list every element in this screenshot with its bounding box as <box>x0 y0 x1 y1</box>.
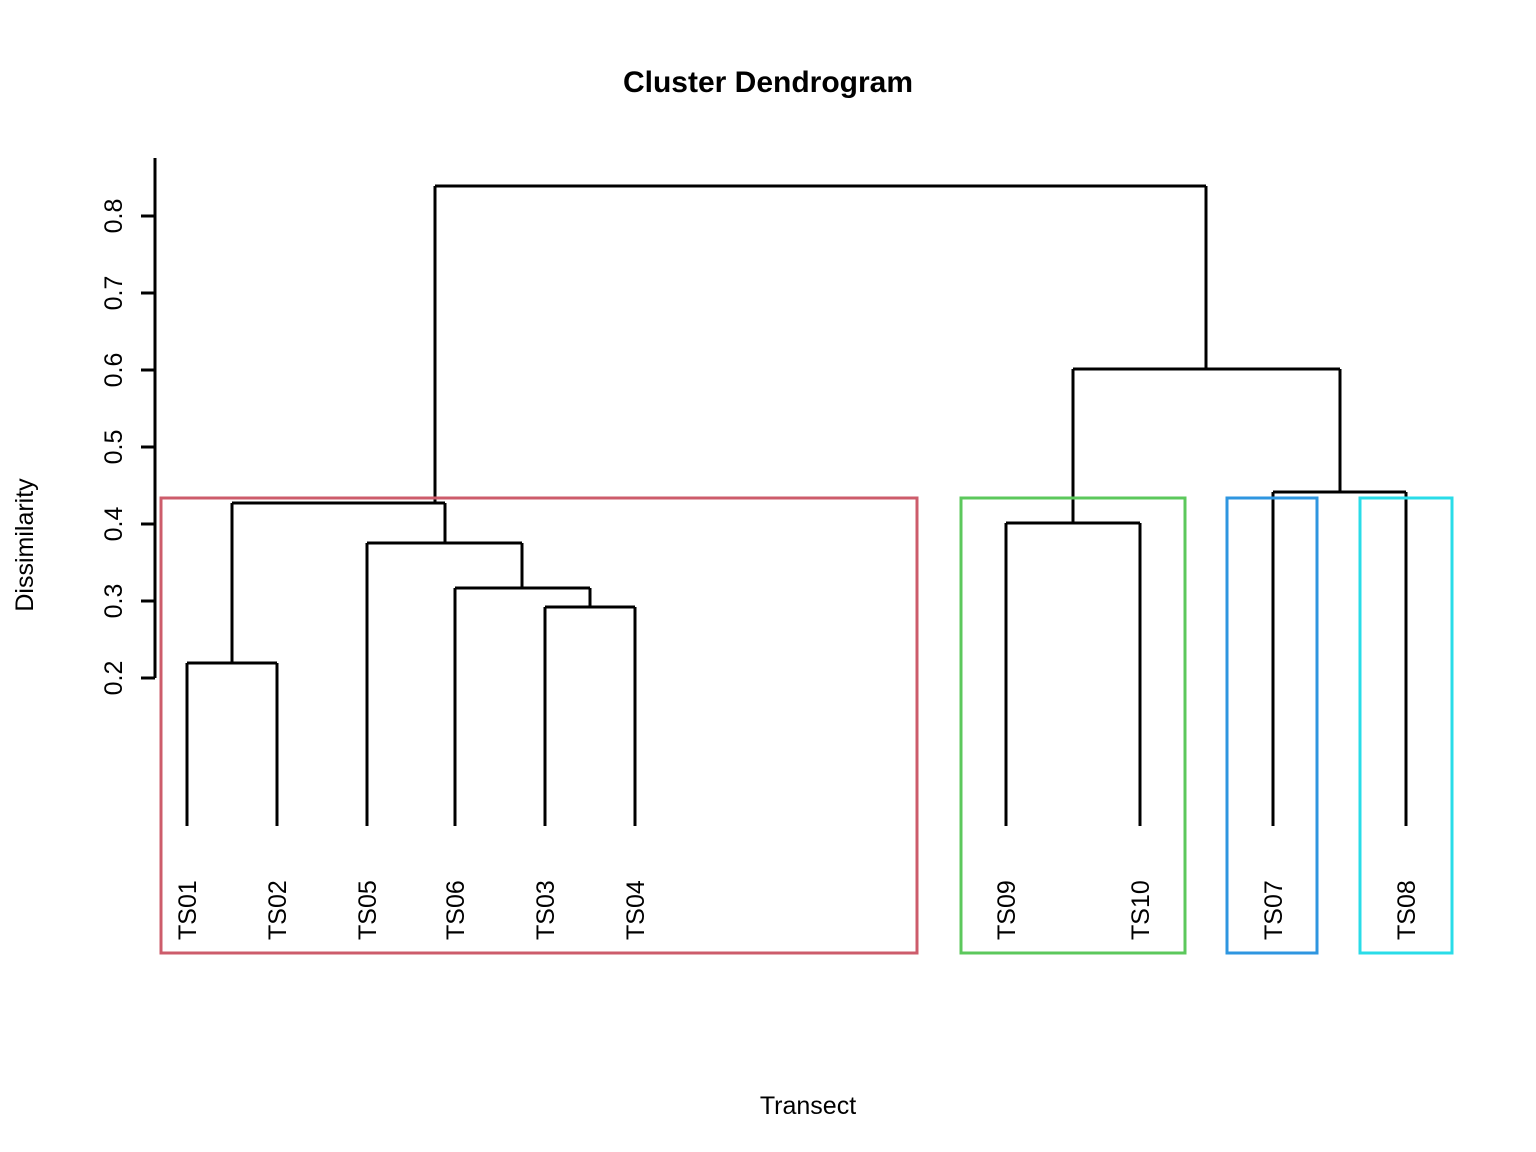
leaf-label-ts08: TS08 <box>1393 880 1421 940</box>
leaf-label-ts09: TS09 <box>993 880 1021 940</box>
y-tick-label-0-8: 0.8 <box>100 199 128 234</box>
leaf-label-ts01: TS01 <box>174 880 202 940</box>
cluster-box-1 <box>159 496 919 955</box>
leaf-label-ts03: TS03 <box>532 880 560 940</box>
leaf-label-ts07: TS07 <box>1260 880 1288 940</box>
y-tick-label-0-3: 0.3 <box>100 584 128 619</box>
leaf-label-ts10: TS10 <box>1127 880 1155 940</box>
leaf-label-ts04: TS04 <box>622 880 650 940</box>
dendrogram-tree <box>185 184 1408 826</box>
y-tick-label-0-6: 0.6 <box>100 353 128 388</box>
leaf-label-ts06: TS06 <box>442 880 470 940</box>
y-tick-label-0-7: 0.7 <box>100 276 128 311</box>
y-tick-label-0-2: 0.2 <box>100 661 128 696</box>
y-tick-label-0-4: 0.4 <box>100 507 128 542</box>
y-axis-title: Dissimilarity <box>11 478 39 612</box>
cluster-box-4 <box>1358 496 1454 955</box>
cluster-box-2 <box>959 496 1187 955</box>
cluster-box-3 <box>1225 496 1319 955</box>
leaf-label-ts02: TS02 <box>264 880 292 940</box>
leaf-label-ts05: TS05 <box>354 880 382 940</box>
y-axis: 0.8 0.7 0.6 0.5 0.4 0.3 0.2 <box>100 158 157 696</box>
y-tick-label-0-5: 0.5 <box>100 430 128 465</box>
cluster-boxes <box>159 496 1454 955</box>
x-axis-title: Transect <box>760 1092 856 1120</box>
leaf-labels: TS01 TS02 TS05 TS06 TS03 TS04 TS09 TS10 … <box>174 880 1421 940</box>
chart-title: Cluster Dendrogram <box>623 66 913 99</box>
